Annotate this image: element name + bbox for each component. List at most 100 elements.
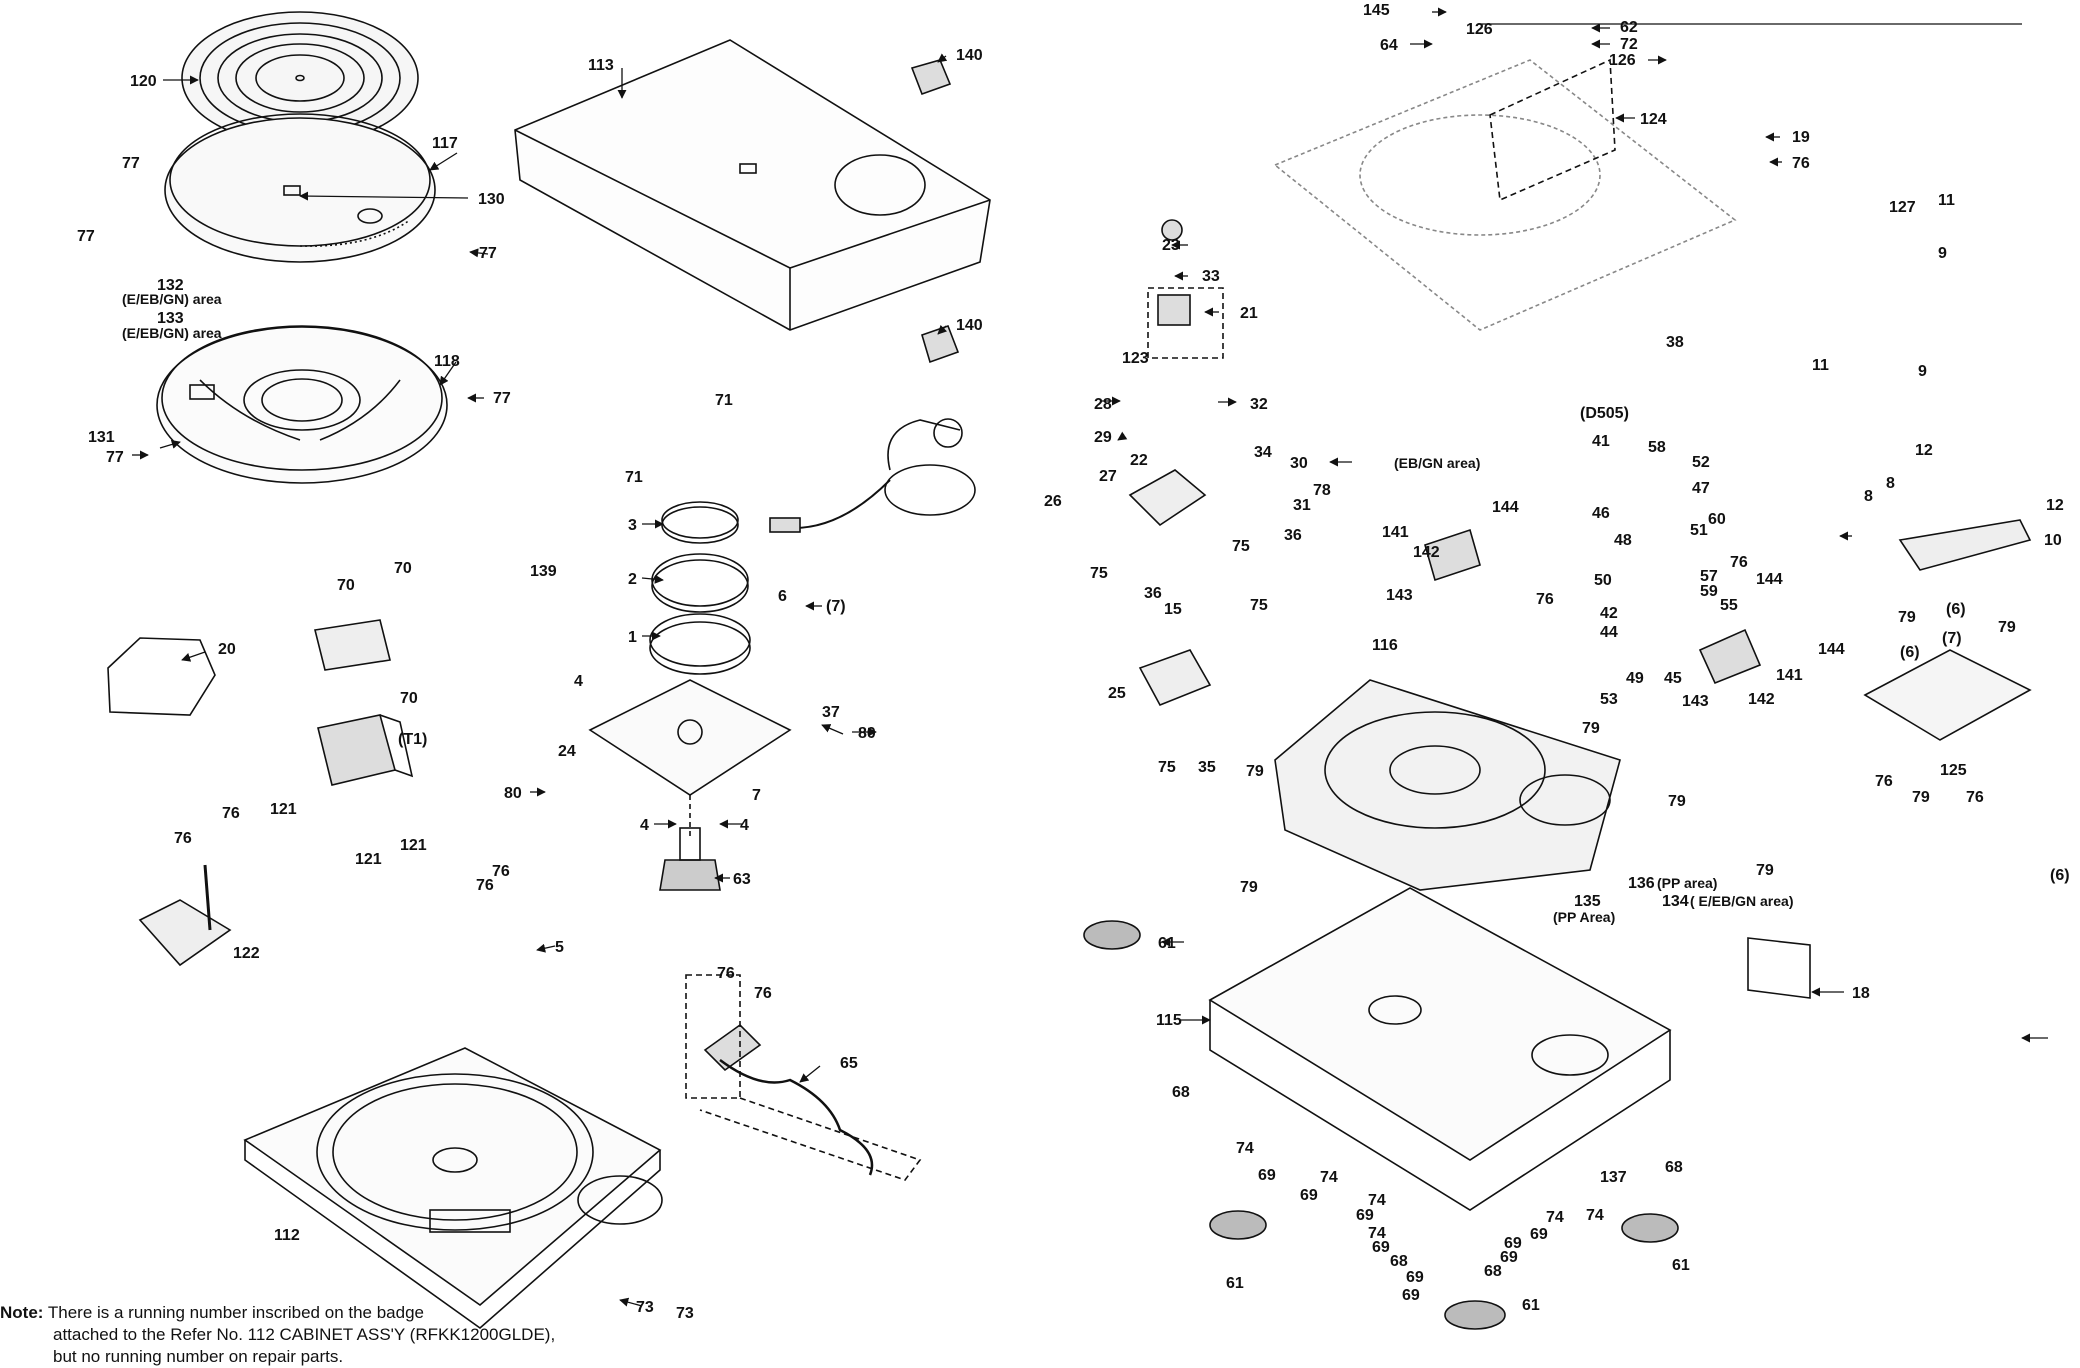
part-25-drawing (1138, 649, 1212, 707)
callout-6p-a: (6) (1946, 601, 1966, 618)
callout-115: 115 (1156, 1012, 1182, 1029)
callout-6: 6 (778, 588, 787, 605)
callout-61-a: 61 (1158, 935, 1176, 952)
callout-74-b: 74 (1320, 1169, 1338, 1186)
callout-74-c: 74 (1368, 1192, 1386, 1209)
callout-74-e: 74 (1546, 1209, 1564, 1226)
callout-126-b: 126 (1609, 52, 1636, 69)
callout-34: 34 (1254, 444, 1272, 461)
callout-77-c: 77 (479, 245, 497, 262)
callout-76-b: 76 (174, 830, 192, 847)
callout-76-g: 76 (1792, 155, 1810, 172)
callout-19: 19 (1792, 129, 1810, 146)
callout-76-d: 76 (492, 863, 510, 880)
callout-27: 27 (1099, 468, 1117, 485)
right-assembly-drawing (1083, 58, 2032, 1330)
callout-132: 132 (157, 277, 184, 294)
callout-23: 23 (1162, 237, 1180, 254)
callout-75-d: 75 (1158, 759, 1176, 776)
callout-69-f: 69 (1402, 1287, 1420, 1304)
callout-75-a: 75 (1232, 538, 1250, 555)
callout-7p-b: (7) (1942, 630, 1962, 647)
callout-135: 135 (1574, 893, 1601, 910)
callout-80-a: 80 (858, 725, 876, 742)
callout-20: 20 (218, 641, 236, 658)
callout-127: 127 (1889, 199, 1916, 216)
callout-42: 42 (1600, 605, 1618, 622)
slider-frame-drawing (1489, 58, 1616, 202)
callout-50: 50 (1594, 572, 1612, 589)
callout-4-b: 4 (640, 817, 649, 834)
callout-70-b: 70 (394, 560, 412, 577)
callout-64: 64 (1380, 37, 1398, 54)
pcb-drawing (1863, 649, 2032, 741)
chassis-drawing (1274, 679, 1621, 891)
callout-21: 21 (1240, 305, 1258, 322)
bearing-drawings (649, 501, 751, 675)
platter-drawing (164, 113, 436, 263)
turntable-sheet-drawing (156, 325, 448, 484)
callout-121-b: 121 (400, 837, 427, 854)
callout-1: 1 (628, 629, 637, 646)
callout-48: 48 (1614, 532, 1632, 549)
callout-T1: (T1) (398, 731, 427, 748)
callout-60: 60 (1708, 511, 1726, 528)
callout-70-c: 70 (400, 690, 418, 707)
callout-78: 78 (1313, 482, 1331, 499)
callout-144-c: 144 (1818, 641, 1845, 658)
callout-77-b: 77 (77, 228, 95, 245)
callout-72: 72 (1620, 36, 1638, 53)
callout-129-area: (EB/GN area) (1394, 455, 1480, 471)
callout-69-c: 69 (1356, 1207, 1374, 1224)
callout-12-b: 12 (2046, 497, 2064, 514)
callout-118: 118 (434, 353, 460, 370)
callout-121-a: 121 (270, 801, 297, 818)
callout-76-h: 76 (1875, 773, 1893, 790)
callout-76-e: 76 (717, 965, 735, 982)
callout-51: 51 (1690, 522, 1708, 539)
callout-76-a: 76 (222, 805, 240, 822)
sheet-18-drawing (1747, 937, 1811, 999)
callout-61-d: 61 (1522, 1297, 1540, 1314)
footnote-line-2: attached to the Refer No. 112 CABINET AS… (53, 1325, 556, 1344)
callout-135-area: (PP Area) (1553, 909, 1615, 925)
callout-125: 125 (1940, 762, 1967, 779)
callout-7: 7 (752, 787, 761, 804)
callout-69-b: 69 (1300, 1187, 1318, 1204)
callout-6p-b: (6) (1900, 644, 1920, 661)
left-assembly-drawing (107, 11, 991, 1330)
callout-75-b: 75 (1090, 565, 1108, 582)
callout-15: 15 (1164, 601, 1182, 618)
callout-labels: 120 117 130 77 77 77 77 77 132 (E/EB/GN)… (77, 2, 2070, 1322)
callout-44: 44 (1600, 624, 1618, 641)
callout-139: 139 (530, 563, 557, 580)
callout-38: 38 (1666, 334, 1684, 351)
callout-122: 122 (233, 945, 260, 962)
callout-47: 47 (1692, 480, 1710, 497)
callout-77-e: 77 (106, 449, 124, 466)
power-cord-drawing (685, 974, 922, 1181)
callout-116: 116 (1372, 637, 1398, 654)
leader-lines (132, 7, 2048, 1307)
callout-68-c: 68 (1484, 1263, 1502, 1280)
callout-45: 45 (1664, 670, 1682, 687)
hinge-drawings (910, 59, 960, 364)
callout-8-a: 8 (1886, 475, 1895, 492)
callout-80-b: 80 (504, 785, 522, 802)
callout-79-c: 79 (1912, 789, 1930, 806)
tonearm-drawing (769, 418, 976, 533)
callout-36-a: 36 (1284, 527, 1302, 544)
spindle-drawing (659, 827, 721, 891)
callout-73-a: 73 (636, 1299, 654, 1316)
callout-61-c: 61 (1672, 1257, 1690, 1274)
callout-61-b: 61 (1226, 1275, 1244, 1292)
callout-49: 49 (1626, 670, 1644, 687)
callout-76-c: 76 (476, 877, 494, 894)
bottom-cover-drawing (1208, 887, 1672, 1211)
callout-31: 31 (1293, 497, 1311, 514)
callout-130: 130 (478, 191, 505, 208)
callout-123: 123 (1122, 350, 1149, 367)
callout-55: 55 (1720, 597, 1738, 614)
callout-7p-a: (7) (826, 598, 846, 615)
